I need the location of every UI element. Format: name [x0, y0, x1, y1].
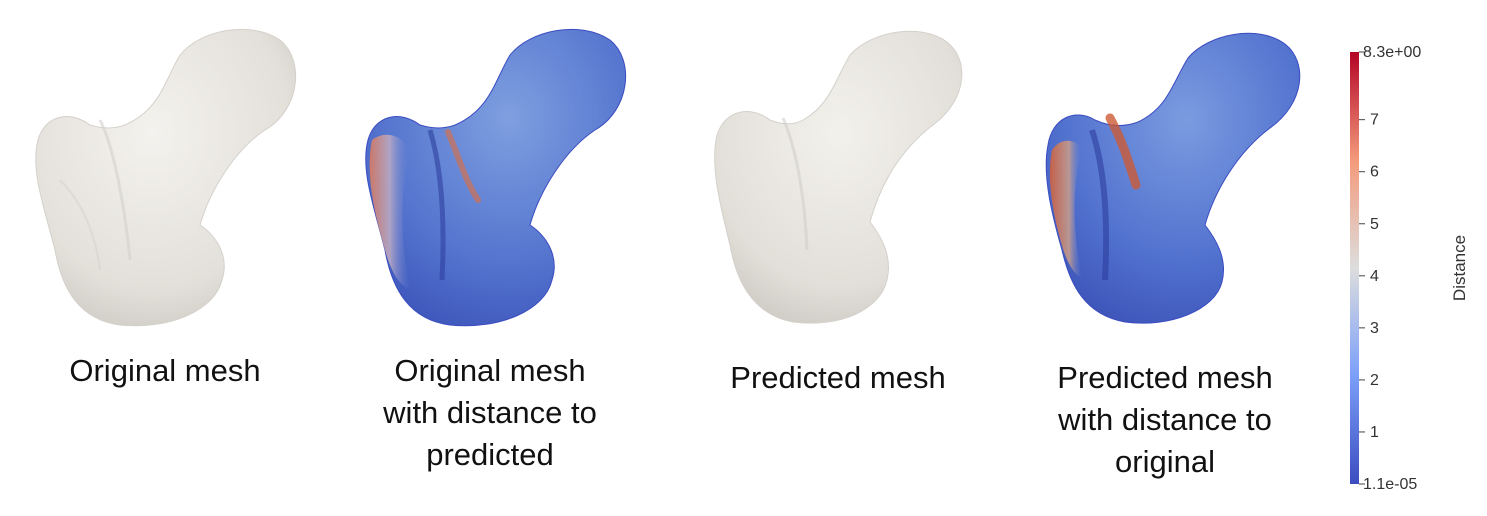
colorbar-tick-label: 3	[1370, 320, 1379, 337]
colorbar-ticks: 7 6 5 4 3 2 1	[1359, 51, 1379, 485]
colorbar-tick-label: 6	[1370, 164, 1379, 181]
distance-colorbar: 7 6 5 4 3 2 1 8.3e+00 1.1e-05 Distance	[1350, 44, 1469, 493]
colorbar-max-label: 8.3e+00	[1363, 44, 1421, 61]
femur-mesh-predicted-distance	[1045, 32, 1301, 324]
femur-mesh-predicted	[714, 30, 963, 324]
colorbar-tick-label: 4	[1370, 268, 1379, 285]
caption-predicted-distance: Predicted mesh with distance to original	[1057, 360, 1273, 479]
colorbar-tick-label: 2	[1370, 372, 1379, 389]
colorbar-tick-label: 1	[1370, 424, 1379, 441]
caption-original-mesh: Original mesh	[69, 353, 261, 388]
femur-mesh-original	[35, 28, 297, 327]
colorbar-title: Distance	[1450, 235, 1469, 301]
femur-mesh-original-distance	[365, 28, 627, 327]
caption-original-distance: Original mesh with distance to predicted	[383, 353, 597, 472]
caption-predicted-mesh: Predicted mesh	[730, 360, 946, 395]
colorbar-tick-label: 7	[1370, 112, 1379, 129]
colorbar-gradient	[1350, 52, 1359, 484]
colorbar-min-label: 1.1e-05	[1363, 476, 1417, 493]
colorbar-tick-label: 5	[1370, 216, 1379, 233]
